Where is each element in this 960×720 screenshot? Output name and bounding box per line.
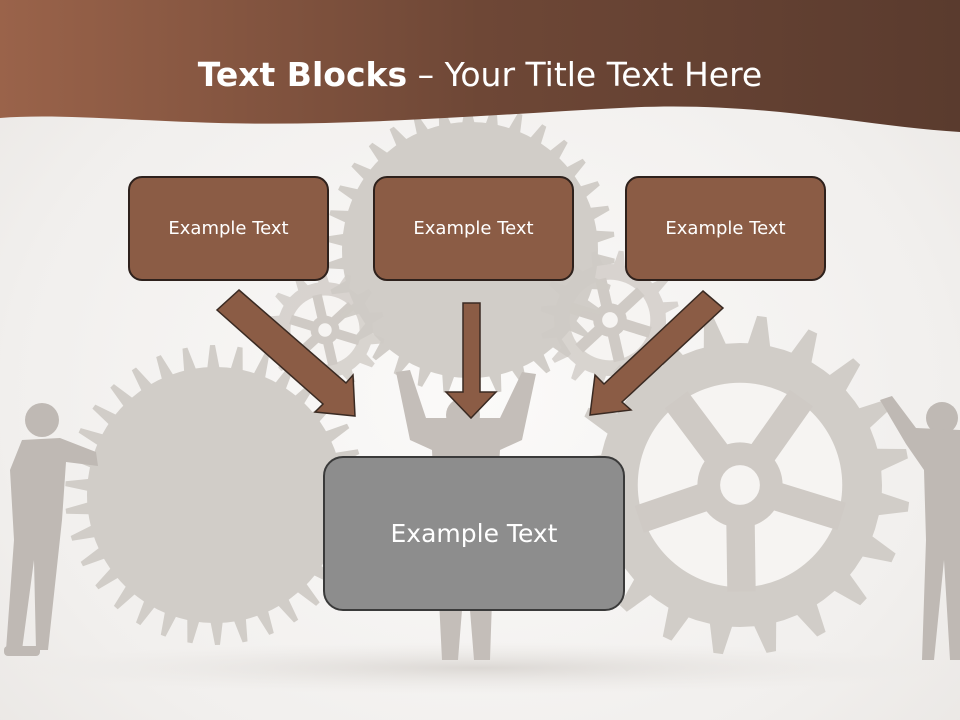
main-text-block[interactable]: Example Text (323, 456, 625, 611)
main-text-block-label: Example Text (390, 519, 558, 548)
text-block-1[interactable]: Example Text (128, 176, 329, 281)
title-separator: – (407, 55, 445, 94)
person-left-silhouette (4, 403, 98, 656)
header-band (0, 0, 960, 132)
title-rest-part: Your Title Text Here (444, 55, 763, 94)
text-block-3-label: Example Text (665, 218, 786, 239)
text-block-3[interactable]: Example Text (625, 176, 826, 281)
floor-shadow (10, 642, 950, 694)
text-block-2[interactable]: Example Text (373, 176, 574, 281)
gear-left-large-icon (65, 345, 365, 645)
text-block-1-label: Example Text (168, 218, 289, 239)
slide-title: Text Blocks – Your Title Text Here (0, 52, 960, 98)
person-right-silhouette (880, 396, 960, 660)
title-bold-part: Text Blocks (197, 55, 408, 94)
text-block-2-label: Example Text (413, 218, 534, 239)
